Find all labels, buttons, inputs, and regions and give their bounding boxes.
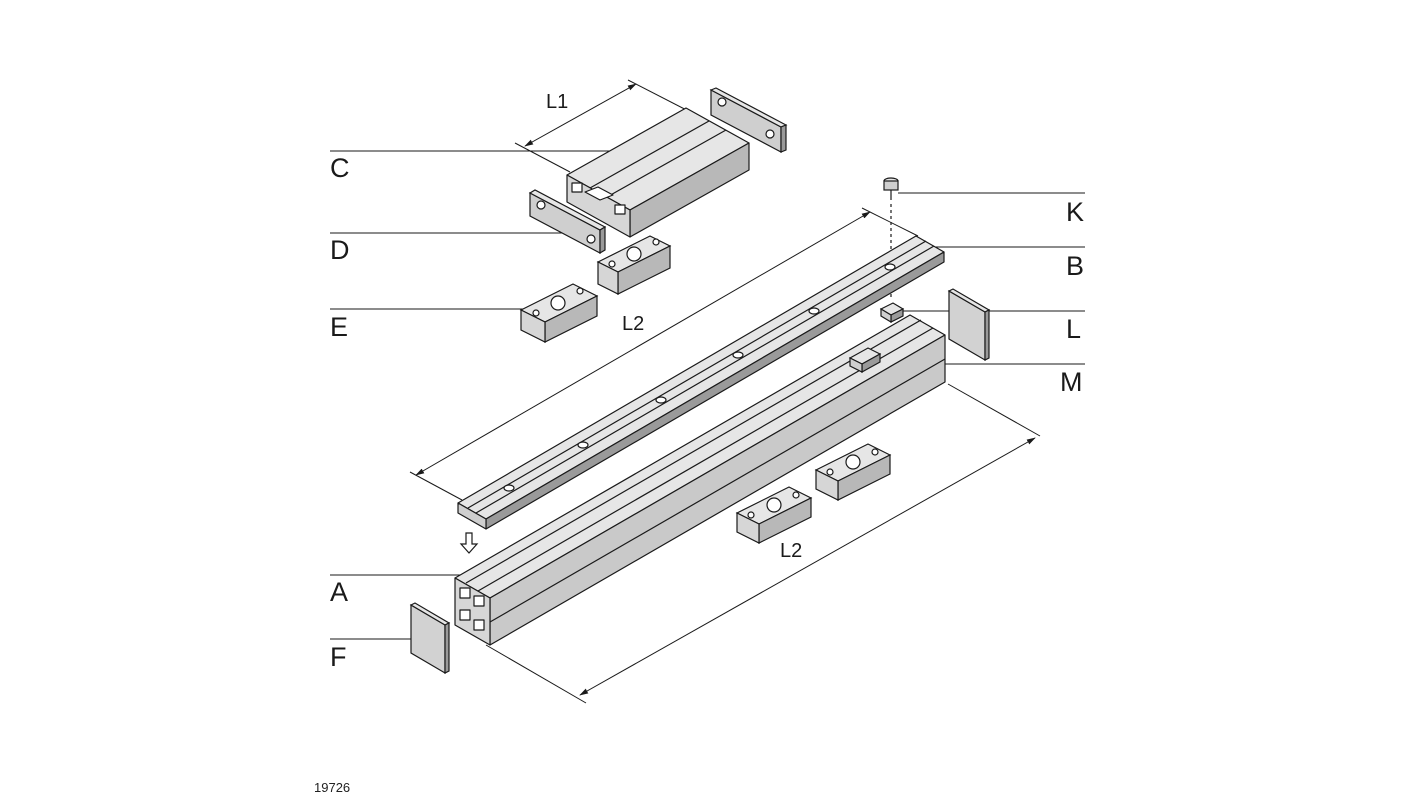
callout-k: K — [1066, 197, 1085, 227]
callout-m: M — [1060, 367, 1083, 397]
roller-block-lower-2 — [735, 486, 813, 544]
leader-lines-right — [858, 192, 1085, 365]
part-f-end-cap — [409, 602, 451, 675]
callout-d: D — [330, 235, 350, 265]
end-cap-right — [947, 288, 991, 362]
callout-l: L — [1066, 314, 1082, 344]
dimension-l2-profile-label: L2 — [780, 540, 802, 562]
part-l-t-nut — [879, 302, 905, 324]
dimension-l2-profile — [485, 383, 1041, 704]
dimension-l2-rail — [409, 207, 919, 501]
part-e-roller-block-1 — [596, 235, 672, 295]
callout-b: B — [1066, 251, 1085, 281]
dimension-l1-label: L1 — [546, 91, 568, 113]
callout-a: A — [330, 577, 349, 607]
drawing-number: 19726 — [314, 780, 351, 795]
callout-c: C — [330, 153, 350, 183]
part-b-guide-rail — [457, 235, 945, 530]
assembly-down-arrow-icon — [459, 532, 479, 554]
dimension-l2-rail-label: L2 — [622, 313, 644, 335]
part-m-stop — [848, 347, 882, 374]
callout-f: F — [330, 642, 347, 672]
callout-e: E — [330, 312, 349, 342]
part-e-roller-block-2 — [519, 283, 599, 343]
part-d-plate — [528, 189, 607, 255]
roller-block-lower-1 — [814, 443, 892, 501]
part-c-carriage-profile — [566, 107, 750, 238]
part-c-end-plate — [709, 87, 788, 153]
part-a-base-profile — [454, 314, 946, 646]
